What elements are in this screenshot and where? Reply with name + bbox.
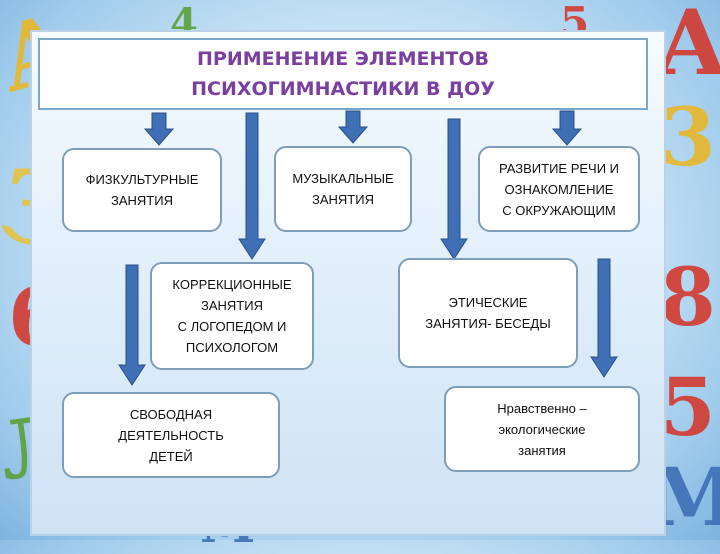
arrow-to-nravst — [590, 258, 618, 378]
arrow-to-svob — [118, 264, 146, 386]
arrow-title-to-muzyk — [338, 110, 368, 144]
decor-letter: 3 — [660, 90, 716, 184]
node-svob: СВОБОДНАЯ ДЕЯТЕЛЬНОСТЬ ДЕТЕЙ — [62, 392, 280, 478]
node-rech: РАЗВИТИЕ РЕЧИ И ОЗНАКОМЛЕНИЕ С ОКРУЖАЮЩИ… — [478, 146, 640, 232]
decor-letter: 5 — [660, 360, 716, 454]
node-korr: КОРРЕКЦИОННЫЕ ЗАНЯТИЯ С ЛОГОПЕДОМ И ПСИХ… — [150, 262, 314, 370]
arrow-title-to-korr — [238, 112, 266, 260]
decor-letter: 8 — [660, 250, 716, 344]
node-nravst: Нравственно – экологические занятия — [444, 386, 640, 472]
arrow-title-to-rech — [552, 110, 582, 146]
arrow-title-to-etich — [440, 118, 468, 260]
arrow-title-to-fizkult — [144, 112, 174, 146]
node-muzyk: МУЗЫКАЛЬНЫЕ ЗАНЯТИЯ — [274, 146, 412, 232]
node-fizkult: ФИЗКУЛЬТУРНЫЕ ЗАНЯТИЯ — [62, 148, 222, 232]
diagram-title: ПРИМЕНЕНИЕ ЭЛЕМЕНТОВ ПСИХОГИМНАСТИКИ В Д… — [191, 48, 495, 100]
node-etich: ЭТИЧЕСКИЕ ЗАНЯТИЯ- БЕСЕДЫ — [398, 258, 578, 368]
diagram-title-box: ПРИМЕНЕНИЕ ЭЛЕМЕНТОВ ПСИХОГИМНАСТИКИ В Д… — [38, 38, 648, 110]
